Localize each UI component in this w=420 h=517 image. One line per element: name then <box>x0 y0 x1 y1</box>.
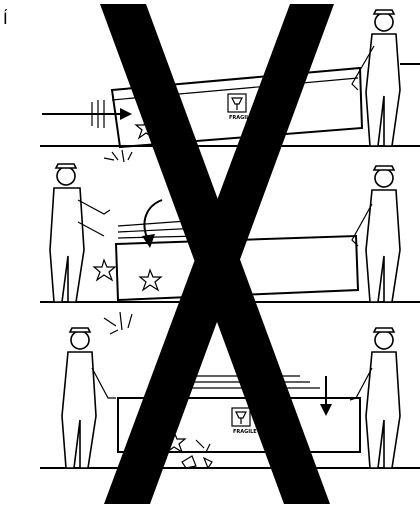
arrow-icon <box>42 100 132 128</box>
worker-left-bottom <box>62 328 116 468</box>
wine-glass-icon <box>228 94 246 112</box>
worker-left-middle <box>50 164 110 302</box>
arrow-icon <box>320 376 332 416</box>
panel-push: FRAGILE <box>40 10 420 162</box>
fragile-label: FRAGILE <box>233 429 257 435</box>
impact-burst <box>104 312 132 334</box>
star-icon <box>140 270 161 290</box>
wine-glass-icon <box>232 408 250 426</box>
impact-burst <box>104 150 132 162</box>
corner-mark: Í <box>3 9 8 28</box>
star-icon <box>94 260 115 280</box>
cross-out-icon <box>100 4 334 504</box>
worker-right-middle <box>352 166 400 302</box>
broken-shards <box>182 440 212 468</box>
